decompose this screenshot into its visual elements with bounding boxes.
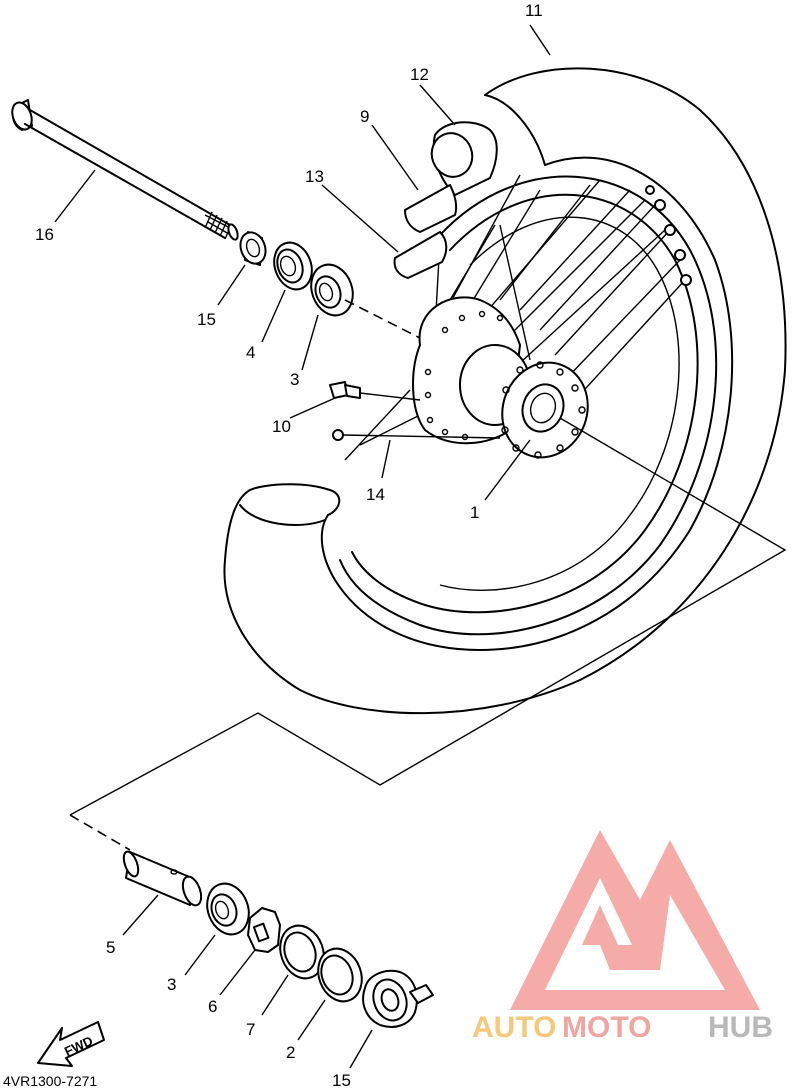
assembly-dashed-lines bbox=[69, 417, 787, 851]
callout-11: 11 bbox=[525, 1, 543, 20]
hub-flange-holes bbox=[424, 310, 586, 459]
speedometer-gear-unit bbox=[362, 969, 434, 1028]
part-code: 4VR1300-7271 bbox=[3, 1073, 97, 1089]
callout-9: 9 bbox=[360, 107, 369, 126]
bearing-upper bbox=[310, 263, 354, 317]
oil-seal-lower bbox=[317, 947, 363, 1003]
callout-13: 13 bbox=[305, 167, 324, 186]
axle bbox=[11, 99, 239, 241]
spoke-nipples bbox=[645, 185, 692, 286]
collar bbox=[239, 231, 267, 266]
callout-8: 10 bbox=[272, 417, 291, 436]
inner-tube-section bbox=[404, 184, 458, 233]
callout-16: 16 bbox=[35, 225, 54, 244]
spoke-nipple-ref bbox=[332, 429, 501, 441]
callout-3-lower: 3 bbox=[167, 975, 176, 994]
bearing-lower bbox=[206, 882, 250, 936]
fwd-arrow: FWD bbox=[37, 1021, 105, 1067]
watermark-auto: AUTO bbox=[472, 1011, 556, 1044]
watermark-moto: MOTO bbox=[562, 1011, 651, 1044]
oil-seal bbox=[273, 241, 313, 291]
callout-3-upper: 3 bbox=[290, 370, 299, 389]
callout-2: 2 bbox=[286, 1043, 295, 1062]
callout-7: 7 bbox=[246, 1020, 255, 1039]
callout-labels: 11 12 9 13 16 15 4 3 10 14 1 5 3 6 7 2 1… bbox=[35, 1, 543, 1090]
axis-line bbox=[344, 299, 421, 339]
spacer bbox=[122, 850, 203, 907]
rim-band bbox=[430, 121, 498, 196]
hub bbox=[412, 296, 589, 459]
callout-4: 4 bbox=[246, 343, 255, 362]
callout-15: 15 bbox=[197, 310, 216, 329]
meter-clutch bbox=[247, 907, 281, 953]
callout-1: 1 bbox=[470, 503, 479, 522]
leader-lines bbox=[54, 24, 551, 1069]
valve-protector bbox=[393, 231, 448, 279]
callout-14: 15 bbox=[332, 1071, 351, 1090]
callout-12: 12 bbox=[410, 65, 429, 84]
bolt bbox=[329, 381, 421, 401]
rim bbox=[339, 175, 718, 636]
watermark-hub: HUB bbox=[708, 1011, 773, 1044]
tire bbox=[223, 67, 787, 715]
watermark-triangle-icon bbox=[510, 830, 760, 1010]
callout-5: 5 bbox=[106, 938, 115, 957]
callout-6: 6 bbox=[208, 997, 217, 1016]
gear bbox=[279, 924, 325, 980]
watermark-logo: AUTO MOTO HUB bbox=[472, 830, 773, 1044]
callout-10: 14 bbox=[366, 485, 385, 504]
